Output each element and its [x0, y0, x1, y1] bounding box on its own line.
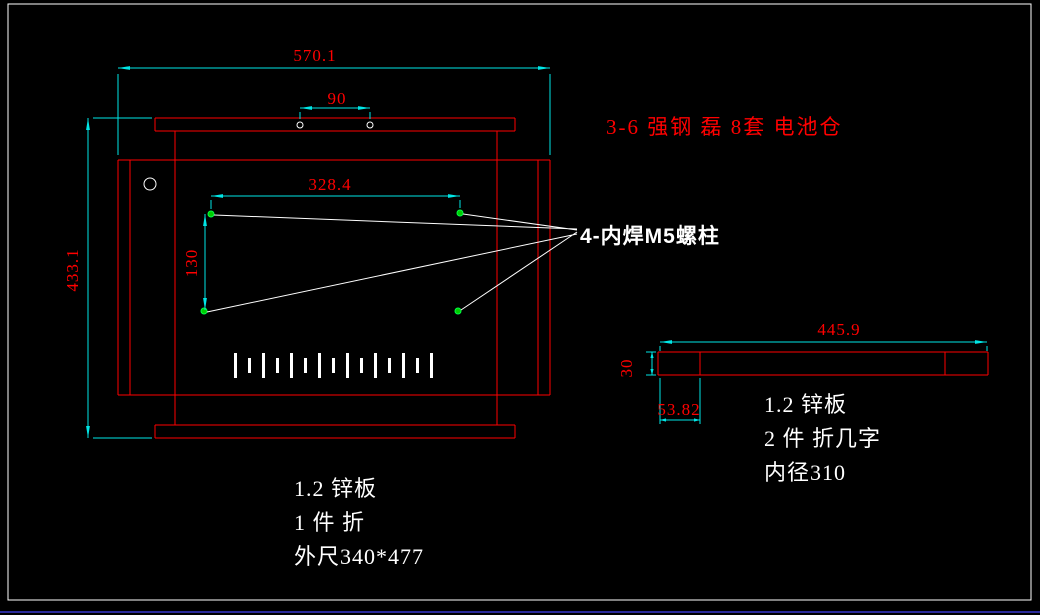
dim-overall-width: 570.1	[293, 46, 337, 65]
dim-overall-height: 433.1	[63, 248, 82, 292]
front-plate-note-line3: 外尺340*477	[294, 544, 425, 569]
dim-side-height: 30	[617, 358, 636, 378]
dim-top-hole-spacing: 90	[327, 89, 347, 108]
stud-markers	[200, 209, 464, 315]
front-plate-note-line1: 1.2 锌板	[294, 476, 378, 501]
front-view-geometry	[117, 117, 551, 439]
side-plate-note-line3: 内径310	[764, 460, 847, 485]
weld-stud-note: 4-内焊M5螺柱	[580, 225, 720, 248]
dim-side-flange: 53.82	[657, 400, 701, 419]
drawing-frame	[0, 3, 1040, 613]
leader-lines	[206, 213, 578, 313]
side-plate-note-line1: 1.2 锌板	[764, 392, 848, 417]
side-plate-note: 1.2 锌板 2 件 折几字 内径310	[764, 388, 881, 490]
front-plate-note: 1.2 锌板 1 件 折 外尺340*477	[294, 472, 424, 574]
vent-slots	[234, 353, 433, 378]
side-view-geometry	[657, 351, 989, 376]
mounting-holes	[143, 121, 374, 191]
dimension-lines	[86, 66, 987, 438]
side-plate-note-line2: 2 件 折几字	[764, 426, 882, 451]
battery-compartment-note: 3-6 强钢 磊 8套 电池仓	[606, 115, 843, 139]
dim-side-length: 445.9	[817, 320, 861, 339]
front-plate-note-line2: 1 件 折	[294, 510, 366, 535]
dim-stud-span-x: 328.4	[308, 175, 352, 194]
dimension-extension-lines	[93, 74, 988, 439]
dim-stud-span-y: 130	[182, 248, 201, 278]
